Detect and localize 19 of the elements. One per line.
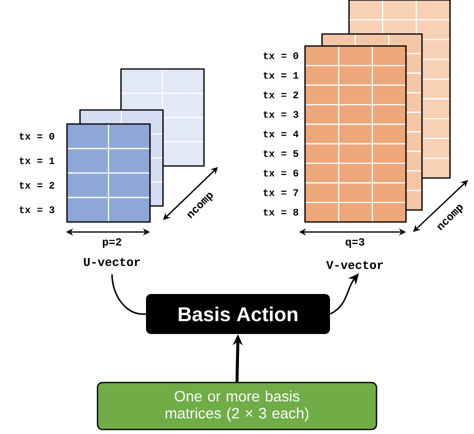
row-label: tx = 7 [264, 189, 298, 196]
row-label: tx = 0 [264, 52, 298, 60]
row-label: tx = 2 [264, 92, 298, 98]
row-label: tx = 3 [264, 111, 298, 118]
dimension-label: q=3 [346, 238, 364, 248]
row-label: tx = 1 [264, 72, 298, 79]
row-label: tx = 3 [20, 206, 54, 214]
row-label: tx = 6 [264, 170, 298, 176]
dimension-label: p=2 [102, 238, 122, 248]
input-box: One or more basis matrices (2 × 3 each) [96, 382, 378, 430]
vector-label: V-vector [326, 260, 383, 270]
process-box: Basis Action [146, 294, 330, 334]
row-label: tx = 1 [20, 157, 54, 164]
row-label: tx = 4 [264, 130, 298, 138]
row-label: tx = 0 [20, 132, 54, 140]
row-label: tx = 5 [264, 150, 298, 157]
row-label: tx = 2 [20, 182, 54, 189]
vector-label: U-vector [84, 258, 140, 266]
row-label: tx = 8 [264, 208, 298, 216]
